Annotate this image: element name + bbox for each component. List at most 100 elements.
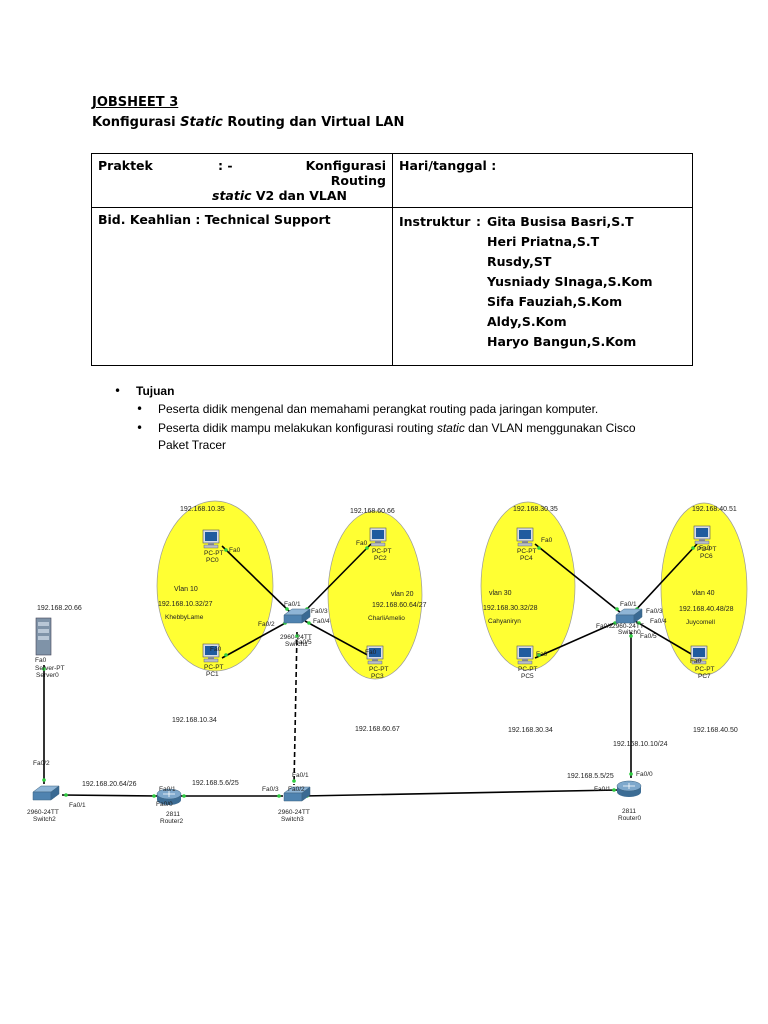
r2-fa00: Fa0/0 [156,801,173,808]
vlan40-zone [660,502,748,676]
instruktur-item: Aldy,S.Kom [487,314,567,329]
port-pc0: Fa0 [229,547,241,554]
sw0-name: Switch0 [618,629,641,636]
r2-fa01: Fa0/1 [159,786,176,793]
pc2-name: PC2 [374,555,387,562]
ip-pc2: 192.168.60.66 [350,508,395,515]
sw0-model: 2960-24TT [612,623,644,630]
pc1-name: PC1 [206,671,219,678]
router0-icon[interactable] [616,780,642,798]
bullet-dot: • [136,402,144,416]
sw0-fa02: Fa0/2 [596,623,613,630]
sw2-fa01: Fa0/1 [69,802,86,809]
sw0-fa01: Fa0/1 [620,601,637,608]
pc0-icon[interactable] [202,529,220,549]
praktek-value-1: Konfigurasi Routing [305,158,386,188]
r0-name: Router0 [618,815,642,822]
bullet-dot: • [136,421,144,435]
switch2-icon[interactable] [32,785,60,801]
tujuan-item-1: Peserta didik mengenal dan memahami pera… [158,402,599,416]
vlan20-zone [327,510,423,680]
pc6-name: PC6 [700,553,713,560]
hari-label: Hari/tanggal : [399,158,497,173]
pc5-name: PC5 [521,673,534,680]
sw3-model: 2960-24TT [278,809,310,816]
server-name: Server0 [36,672,59,679]
bidang-text: Bid. Keahlian : Technical Support [98,212,331,227]
sw3-fa03: Fa0/3 [262,786,279,793]
pc3-name: PC3 [371,673,384,680]
praktek-label: Praktek [98,158,153,173]
subtitle-pre: Konfigurasi [92,115,181,130]
tujuan-item-2-pre: Peserta didik mampu melakukan konfiguras… [158,421,437,435]
ip-pc7: 192.168.40.50 [693,727,738,734]
port-pc2: Fa0 [356,540,368,547]
pc2-icon[interactable] [369,527,387,547]
vlan40-label: vlan 40 [692,590,715,597]
sw1-name: Switch1 [285,641,308,648]
jobsheet-subtitle: Konfigurasi Static Routing dan Virtual L… [92,115,404,130]
net20-label: 192.168.60.64/27 [372,602,427,609]
vlan30-zone [480,501,576,671]
ip-pc3: 192.168.60.67 [355,726,400,733]
sw0-fa05: Fa0/5 [640,633,657,640]
pc4-icon[interactable] [516,527,534,547]
bullet-dot: • [114,384,122,398]
bidang-cell: Bid. Keahlian : Technical Support [91,207,393,366]
instruktur-item: Haryo Bangun,S.Kom [487,334,637,349]
ip-r0-fa00: 192.168.10.10/24 [613,741,668,748]
sw1-fa04: Fa0/4 [313,618,330,625]
r0-fa01: Fa0/1 [594,786,611,793]
tujuan-item-2-line2: Paket Tracer [158,438,227,452]
r0-fa00: Fa0/0 [636,771,653,778]
sw0-fa03: Fa0/3 [646,608,663,615]
ip-pc0: 192.168.10.35 [180,506,225,513]
pc5-icon[interactable] [516,645,534,665]
pc0-name: PC0 [206,557,219,564]
port-pc7: Fa0 [690,658,702,665]
server-type: Server-PT [35,665,65,672]
sw2-name: Switch2 [33,816,56,823]
instruktur-item: Heri Priatna,S.T [487,234,600,249]
port-pc4: Fa0 [541,537,553,544]
praktek-value-2-text: V2 dan VLAN [251,188,348,203]
sw1-model: 2960-24TT [280,634,312,641]
sw0-fa04: Fa0/4 [650,618,667,625]
ip-pc4: 192.168.30.35 [513,506,558,513]
jobsheet-title: JOBSHEET 3 [92,95,179,110]
ip-pc1: 192.168.10.34 [172,717,217,724]
ip-r0-fa01: 192.168.5.5/25 [567,773,614,780]
instruktur-list: Gita Busisa Basri,S.T Heri Priatna,S.T R… [487,212,653,352]
r2-model: 2811 [166,811,180,818]
net10-label: 192.168.10.32/27 [158,601,213,608]
port-pc1: Fa0 [210,646,222,653]
pc5-type: PC-PT [518,666,538,673]
net30-label: 192.168.30.32/28 [483,605,538,612]
ip-server: 192.168.20.66 [37,605,82,612]
subtitle-em: Static [180,115,223,130]
vlan10-zone [156,500,274,672]
instruktur-label: Instruktur [399,214,471,229]
sw3-fa01: Fa0/1 [292,772,309,779]
port-pc3: Fa0 [365,649,377,656]
sw3-name: Switch3 [281,816,304,823]
praktek-value-2-em: static [212,188,252,203]
sw2-fa02: Fa0/2 [33,760,50,767]
pc3-type: PC-PT [369,666,389,673]
pc2-type: PC-PT [372,548,392,555]
praktek-value-2: static V2 dan VLAN [98,188,386,203]
instruktur-sep: : [476,214,481,229]
links [43,543,699,797]
pc1-type: PC-PT [204,664,224,671]
name10-label: KhebbyLame [165,614,204,621]
port-pc6: Fa0 [699,545,711,552]
name40-label: Juycomell [686,619,715,626]
instruktur-item: Yusniady SInaga,S.Kom [487,274,653,289]
pc6-icon[interactable] [693,525,711,545]
port-pc5: Fa0 [536,651,548,658]
server0-icon[interactable] [35,617,52,656]
name20-label: CharliAmelio [368,615,405,622]
sw1-fa05: Fa0/5 [295,639,312,646]
sw1-fa02: Fa0/2 [258,621,275,628]
pc7-name: PC7 [698,673,711,680]
